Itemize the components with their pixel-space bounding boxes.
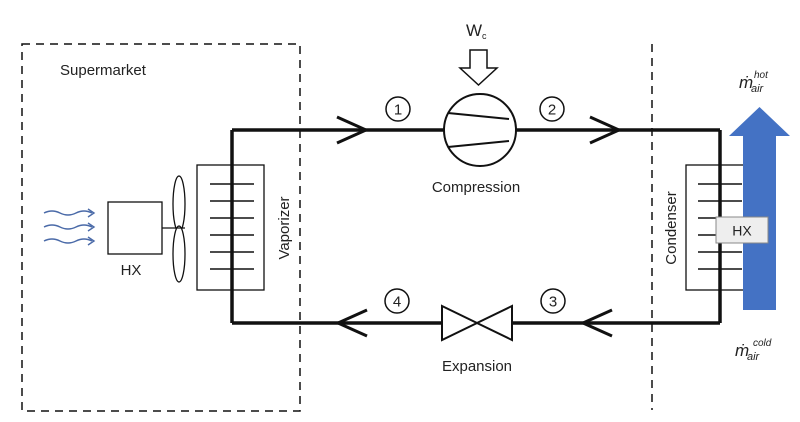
work-subscript: c bbox=[482, 31, 487, 41]
supermarket-hx-box bbox=[107, 201, 163, 255]
supermarket-label: Supermarket bbox=[60, 62, 147, 79]
vaporizer-label: Vaporizer bbox=[276, 196, 293, 259]
flow-arrow-left-3 bbox=[579, 308, 613, 338]
refrigerant-loop bbox=[230, 128, 722, 325]
air-flow-arrows bbox=[43, 208, 96, 246]
condenser-label: Condenser bbox=[663, 191, 680, 264]
state-marker-3: 3 bbox=[540, 288, 566, 314]
state-label-2: 2 bbox=[548, 102, 556, 119]
vaporizer-coil bbox=[196, 164, 265, 291]
air-stream-up-arrow bbox=[729, 107, 790, 310]
state-label-1: 1 bbox=[394, 102, 402, 119]
hx-right-label: HX bbox=[732, 223, 752, 239]
state-marker-2: 2 bbox=[539, 96, 565, 122]
state-label-3: 3 bbox=[549, 294, 557, 311]
cold-air-base: air bbox=[747, 351, 761, 363]
condenser-hx-box bbox=[715, 216, 769, 244]
hot-air-sup: hot bbox=[754, 70, 769, 81]
state-label-4: 4 bbox=[393, 294, 401, 311]
compressor-icon bbox=[443, 93, 517, 167]
expansion-valve-icon bbox=[441, 304, 513, 342]
down-arrow-icon bbox=[458, 49, 499, 87]
state-marker-1: 1 bbox=[385, 96, 411, 122]
compression-label: Compression bbox=[432, 179, 520, 196]
supermarket-boundary bbox=[21, 43, 301, 412]
flow-arrow-right-1 bbox=[336, 115, 370, 145]
hot-air-base: air bbox=[751, 83, 765, 95]
flow-arrow-left-4 bbox=[334, 308, 368, 338]
state-marker-4: 4 bbox=[384, 288, 410, 314]
expansion-label: Expansion bbox=[442, 358, 512, 375]
hot-air-flow-label: ṁ air hot bbox=[739, 70, 769, 96]
cold-air-sup: cold bbox=[753, 338, 772, 349]
work-symbol: W bbox=[466, 21, 482, 40]
cold-air-m-symbol: ṁ bbox=[735, 341, 749, 360]
fan-icon bbox=[172, 175, 186, 283]
work-input-label: Wc bbox=[466, 21, 487, 41]
flow-arrow-right-2 bbox=[589, 115, 623, 145]
cold-air-flow-label: ṁ air cold bbox=[735, 338, 772, 364]
hx-left-label: HX bbox=[121, 262, 142, 279]
hot-air-m-symbol: ṁ bbox=[739, 73, 753, 92]
